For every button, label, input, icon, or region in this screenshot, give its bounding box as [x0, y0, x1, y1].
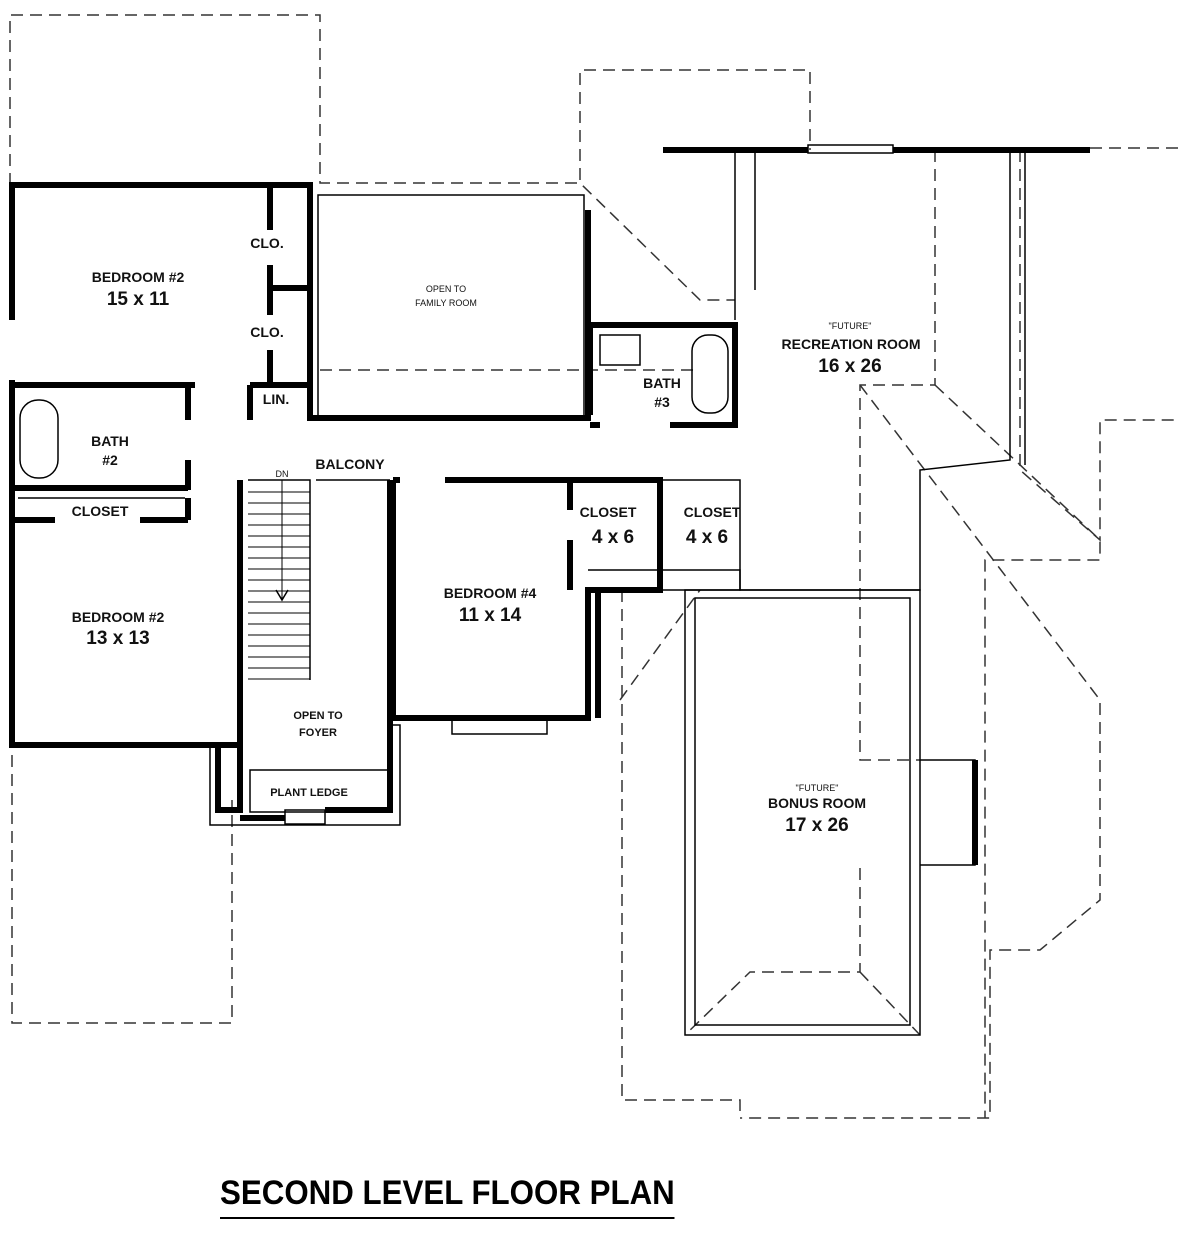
bedroom-lower-name: BEDROOM #2 — [72, 609, 165, 625]
bath2-label-1: BATH — [91, 433, 129, 449]
roof-outlines — [9, 14, 1180, 1119]
bedroom-upper-name: BEDROOM #2 — [92, 269, 185, 285]
recreation-size: 16 x 26 — [818, 356, 881, 377]
bonus-size: 17 x 26 — [785, 815, 848, 836]
balcony-label: BALCONY — [315, 456, 385, 472]
bedroom4-size: 11 x 14 — [459, 605, 522, 626]
closet-left-label: CLOSET — [72, 503, 129, 519]
linen-label: LIN. — [263, 391, 289, 407]
bedroom-upper-size: 15 x 11 — [107, 289, 170, 310]
open-family-label-1: OPEN TO — [426, 284, 466, 294]
plan-title: SECOND LEVEL FLOOR PLAN — [220, 1174, 675, 1219]
open-family-label-2: FAMILY ROOM — [415, 298, 477, 308]
walls — [9, 147, 1090, 865]
closet-b-size: 4 x 6 — [686, 527, 728, 548]
recreation-name: RECREATION ROOM — [782, 336, 921, 352]
plant-ledge-label: PLANT LEDGE — [270, 787, 348, 799]
bonus-tag: "FUTURE" — [796, 783, 839, 793]
bath2-label-2: #2 — [102, 452, 118, 468]
closet-label-1: CLO. — [250, 235, 283, 251]
closet-b-name: CLOSET — [684, 504, 741, 520]
closet-a-name: CLOSET — [580, 504, 637, 520]
bedroom4-name: BEDROOM #4 — [444, 585, 537, 601]
thin-walls — [18, 144, 1026, 1036]
open-foyer-label-2: FOYER — [299, 727, 337, 739]
stairs-down-label: DN — [276, 469, 289, 479]
bedroom-lower-size: 13 x 13 — [86, 628, 149, 649]
bath3-label-2: #3 — [654, 394, 670, 410]
closet-label-2: CLO. — [250, 324, 283, 340]
staircase — [248, 479, 390, 680]
bonus-name: BONUS ROOM — [768, 795, 866, 811]
recreation-tag: "FUTURE" — [829, 321, 872, 331]
closet-a-size: 4 x 6 — [592, 527, 634, 548]
bath3-label-1: BATH — [643, 375, 681, 391]
room-labels: BEDROOM #2 15 x 11 CLO. CLO. LIN. OPEN T… — [72, 235, 921, 836]
open-foyer-label-1: OPEN TO — [293, 710, 343, 722]
